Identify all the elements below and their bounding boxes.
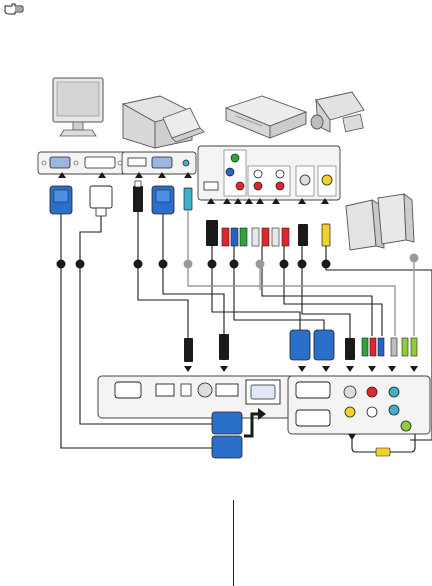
- dvi-connector-monitor: [90, 186, 112, 216]
- notebook-or-desktop-computer: [123, 96, 204, 148]
- monitor-port-panel: [38, 152, 128, 174]
- video-camera: [311, 92, 364, 132]
- projector-vga-connectors: [212, 408, 266, 458]
- vga-connector-computer: [152, 186, 174, 214]
- speakers: [346, 194, 414, 250]
- down-arrows: [184, 366, 418, 372]
- av-device: [226, 96, 306, 138]
- audio-plug-bottom: [348, 434, 390, 456]
- usb-connector-computer: [133, 181, 143, 212]
- component-connectors-av: [222, 228, 247, 246]
- hdmi-connector-av: [206, 220, 218, 246]
- monitor: [53, 78, 103, 136]
- column-divider: [233, 500, 234, 586]
- av-port-panel: [198, 146, 340, 200]
- projector-rear-panel: [98, 376, 430, 434]
- audio-connector-computer: [184, 188, 192, 210]
- video-connector-camera: [322, 224, 330, 246]
- cable-node-markers: [57, 260, 331, 269]
- computer-port-panel: [122, 152, 196, 174]
- vga-connector-monitor: [50, 186, 72, 214]
- audio-rca-connectors-av: [252, 228, 289, 246]
- svideo-connector-camera: [298, 224, 308, 246]
